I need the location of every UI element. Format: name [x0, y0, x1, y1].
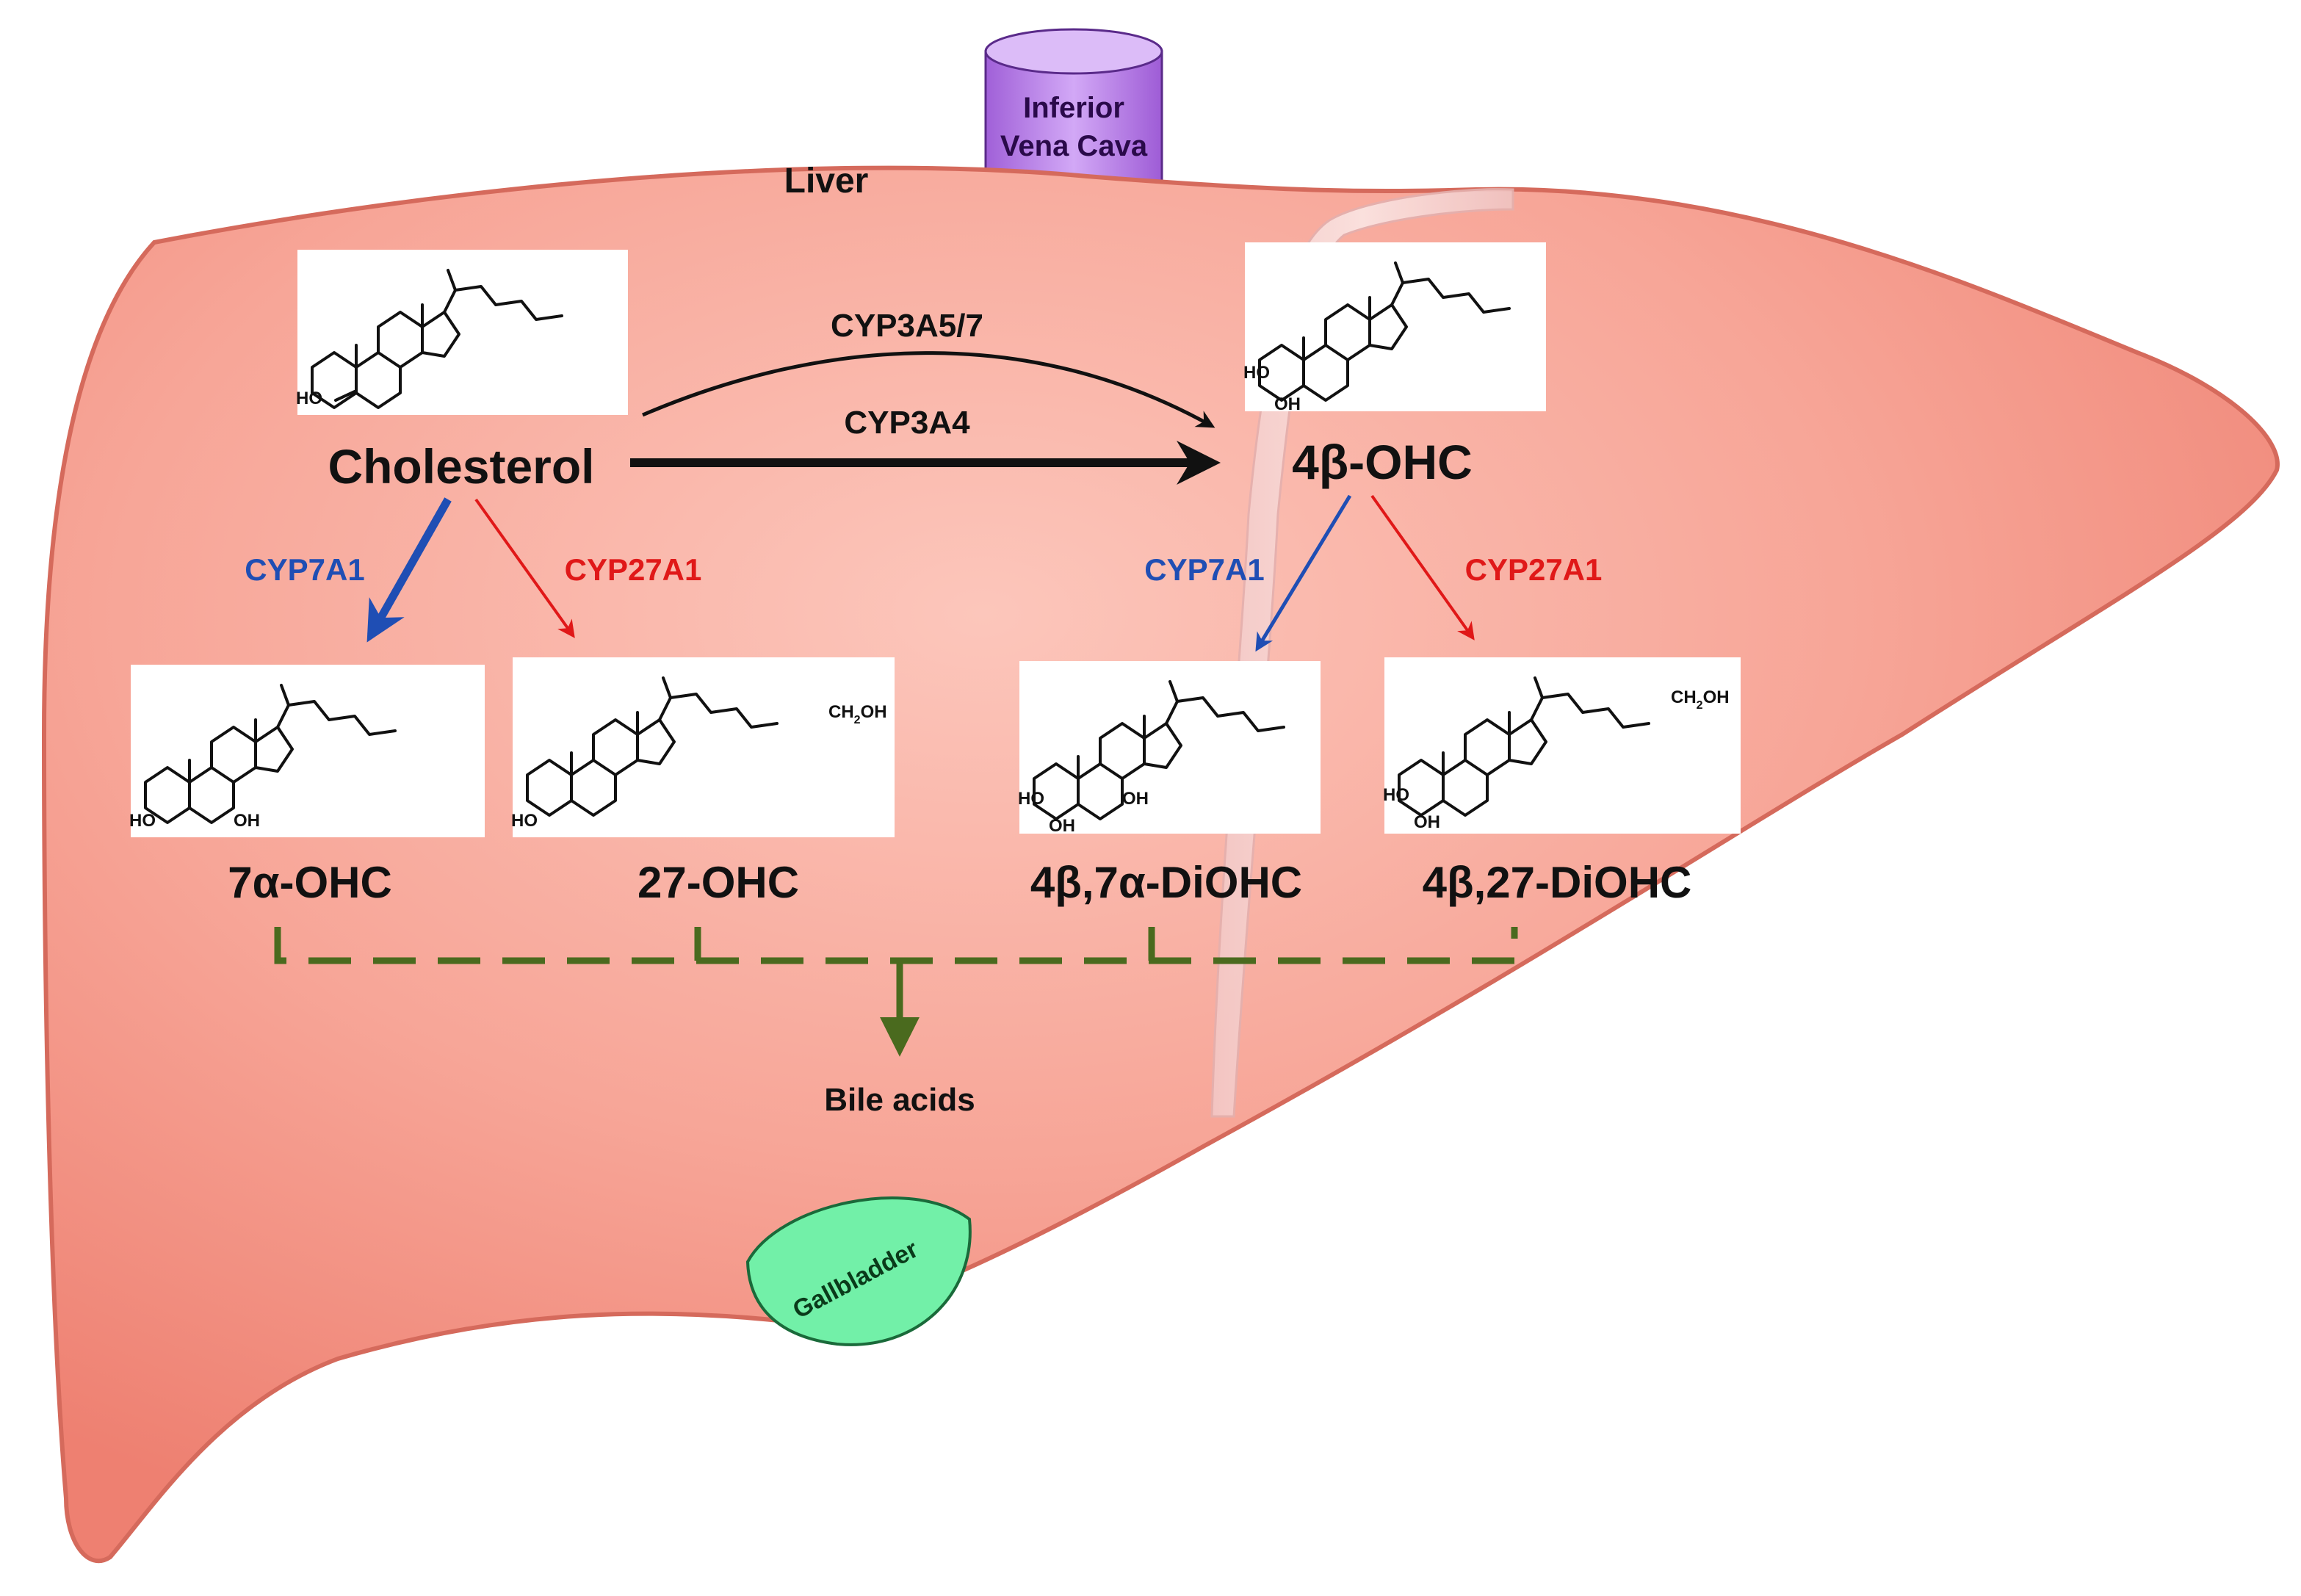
diohc-4b7a-label: 4β,7α-DiOHC	[1030, 858, 1302, 907]
cyp7a1-label-left: CYP7A1	[245, 552, 364, 587]
ohc-7a-structure: HO OH	[129, 665, 485, 837]
cyp3a57-arrow	[642, 351, 1215, 428]
cyp7a1-label-right: CYP7A1	[1144, 552, 1264, 587]
hydroxyl-label: OH	[1414, 812, 1440, 832]
diohc-4b27-label: 4β,27-DiOHC	[1423, 858, 1692, 907]
diohc-4b7a-structure: HO OH OH	[1018, 661, 1321, 836]
ivc-label-line2: Vena Cava	[1000, 130, 1148, 162]
hydroxyl-label: OH	[1122, 789, 1149, 809]
ohc-27-structure: HO CH2OH	[511, 657, 895, 837]
ohc-4b-label: 4β-OHC	[1292, 435, 1473, 489]
cyp3a4-label: CYP3A4	[844, 405, 970, 441]
cyp27a1-arrow-right	[1370, 494, 1475, 640]
inferior-vena-cava: Inferior Vena Cava	[984, 28, 1163, 207]
liver-label: Liver	[784, 162, 869, 201]
cyp3a57-label: CYP3A5/7	[831, 308, 983, 344]
bile-acids-label: Bile acids	[824, 1082, 975, 1118]
cholesterol-label: Cholesterol	[328, 439, 594, 494]
bile-acid-pathway	[274, 927, 1518, 1057]
gallbladder: Gallbladder	[745, 1196, 972, 1346]
hydroxyl-label: HO	[1243, 363, 1270, 383]
cyp27a1-label-right: CYP27A1	[1465, 552, 1603, 587]
cholesterol-structure: HO	[296, 250, 628, 415]
cyp7a1-arrow-left	[366, 497, 452, 643]
ch2oh-label: CH2OH	[1671, 687, 1730, 712]
ivc-label-line1: Inferior	[1023, 92, 1124, 124]
hydroxyl-label: OH	[1049, 816, 1075, 836]
diohc-4b27-structure: HO OH CH2OH	[1383, 657, 1741, 834]
liver-shape	[41, 165, 2280, 1564]
ohc-4b-structure: HO OH	[1243, 242, 1546, 414]
cyp27a1-label-left: CYP27A1	[565, 552, 702, 587]
ohc-27-label: 27-OHC	[637, 858, 799, 907]
hydroxyl-label: HO	[296, 389, 322, 408]
cyp7a1-arrow-right	[1255, 494, 1352, 652]
hydroxyl-label: HO	[1383, 785, 1409, 805]
ch2oh-label: CH2OH	[828, 702, 887, 726]
hydroxyl-label: OH	[234, 811, 260, 831]
hydroxyl-label: HO	[129, 811, 156, 831]
cyp27a1-arrow-left	[474, 498, 575, 638]
ohc-7a-label: 7α-OHC	[228, 858, 392, 907]
hydroxyl-label: OH	[1274, 394, 1301, 414]
hydroxyl-label: HO	[511, 811, 538, 831]
hydroxyl-label: HO	[1018, 789, 1044, 809]
